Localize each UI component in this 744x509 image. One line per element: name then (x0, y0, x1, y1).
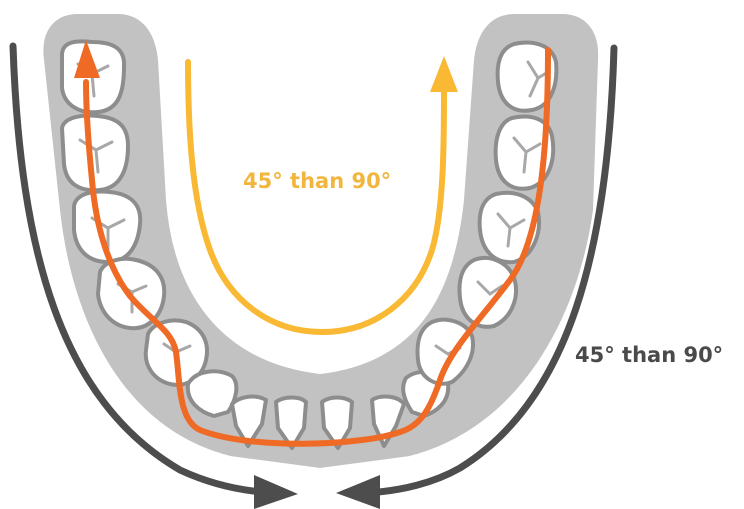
outer-angle-label: 45° than 90° (575, 345, 723, 366)
inner-arrow (188, 62, 444, 332)
outer-arrow-right-head (336, 475, 380, 509)
inner-arrow-head (430, 56, 458, 92)
inner-angle-label: 45° than 90° (243, 171, 391, 192)
outer-arrow-left-head (254, 475, 298, 509)
